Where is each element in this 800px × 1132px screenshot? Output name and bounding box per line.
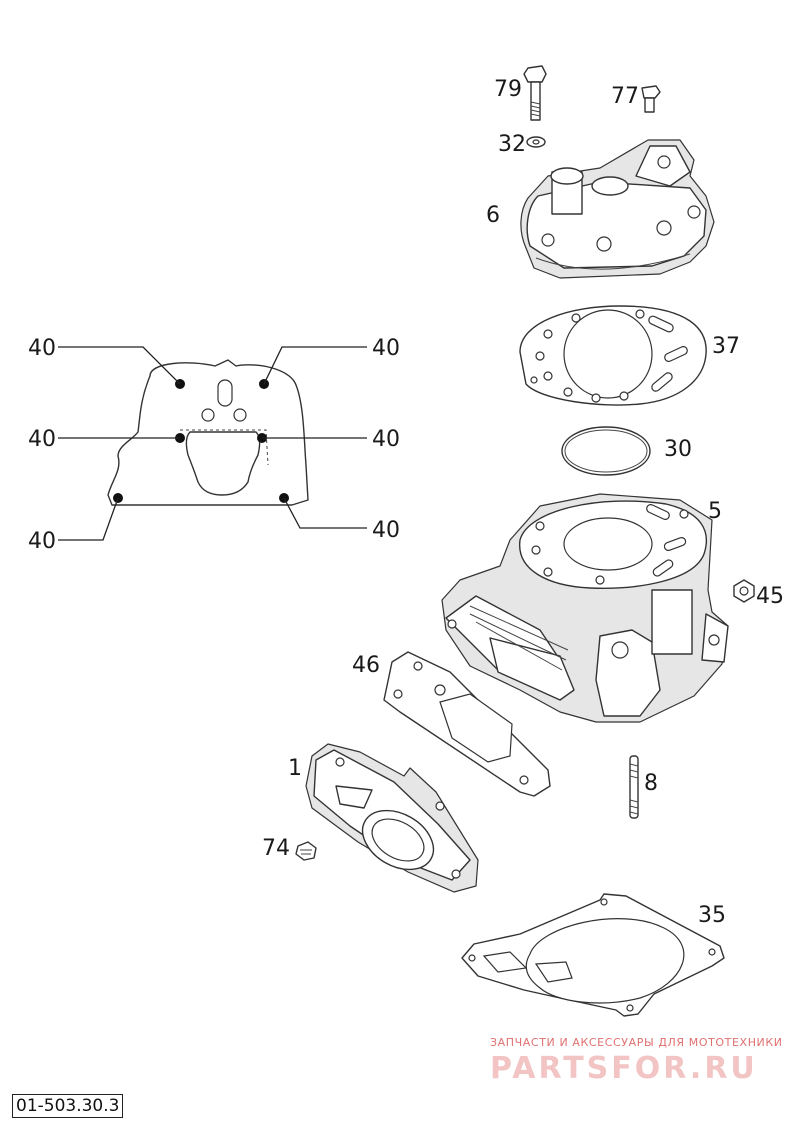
callout-37: 37 [712,334,740,359]
reed-gasket-46 [383,651,551,797]
callout-46: 46 [352,653,380,678]
callout-40-bottom-left: 40 [28,529,56,554]
o-ring-30 [561,426,651,476]
callout-1: 1 [288,756,302,781]
cylinder-5 [441,493,729,723]
callout-45: 45 [756,584,784,609]
base-gasket-35 [461,893,725,1017]
callout-40-top-left: 40 [28,336,56,361]
callout-40-mid-right: 40 [372,427,400,452]
head-gasket-37 [519,305,707,406]
watermark-tagline: ЗАПЧАСТИ И АКСЕССУАРЫ ДЛЯ МОТОТЕХНИКИ [490,1036,783,1049]
screw-77 [641,85,661,113]
stud-8 [629,755,639,819]
cylinder-head-6 [520,139,715,279]
nut-74 [295,841,317,861]
callout-40-top-right: 40 [372,336,400,361]
nut-45 [733,579,755,603]
callout-40-bottom-right: 40 [372,518,400,543]
callout-30: 30 [664,437,692,462]
callout-32: 32 [498,132,526,157]
bolt-79 [523,65,547,121]
gasket-40-detail [58,346,367,541]
callout-77: 77 [611,84,639,109]
callout-5: 5 [708,499,722,524]
intake-flange-1 [305,743,479,893]
callout-40-mid-left: 40 [28,427,56,452]
callout-74: 74 [262,836,290,861]
callout-35: 35 [698,903,726,928]
watermark-logo: PARTSFOR.RU [490,1051,758,1086]
callout-8: 8 [644,771,658,796]
callout-6: 6 [486,203,500,228]
callout-79: 79 [494,77,522,102]
diagram-code: 01-503.30.3 [12,1094,124,1118]
